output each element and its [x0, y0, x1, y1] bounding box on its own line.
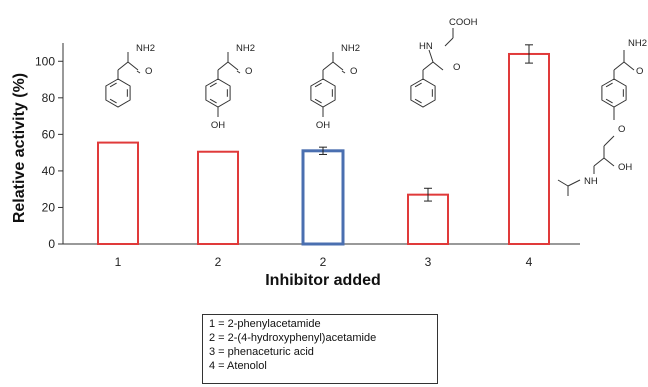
bond: [605, 98, 613, 104]
bond: [603, 135, 615, 147]
bond: [341, 70, 346, 74]
bar-2: [197, 150, 239, 246]
bond: [444, 37, 454, 47]
bond: [209, 98, 217, 104]
bond: [109, 98, 117, 104]
legend-entry-3: 3 = phenaceturic acid: [209, 346, 314, 358]
bond: [314, 98, 322, 104]
x-tick-label-4: 3: [425, 255, 432, 269]
x-axis-title: Inhibitor added: [265, 272, 381, 289]
structure-label: NH: [584, 176, 598, 187]
benzene-ring: [205, 78, 231, 108]
bond: [236, 70, 241, 74]
structure-label: O: [618, 124, 625, 135]
structure-label: COOH: [449, 17, 478, 28]
bar-5: [508, 52, 550, 245]
tick-labels: 0 20 40 60 80 100 1 2 2 3 4: [35, 54, 533, 269]
structure-label: NH2: [628, 38, 647, 49]
legend-entry-4: 4 = Atenolol: [209, 360, 267, 372]
benzene-ring: [601, 78, 627, 108]
bond: [117, 61, 129, 71]
structure-label: NH2: [236, 43, 255, 54]
bars: [97, 44, 550, 246]
structure-label: OH: [316, 120, 330, 131]
bond: [332, 61, 344, 71]
y-tick-label: 100: [35, 54, 55, 68]
y-tick-label: 60: [42, 127, 56, 141]
y-tick-label: 40: [42, 164, 56, 178]
bond: [432, 61, 444, 71]
bar-1: [97, 141, 139, 245]
bond: [314, 82, 322, 88]
bond: [127, 61, 139, 71]
bond: [603, 157, 615, 167]
bond: [322, 61, 334, 71]
benzene-ring: [105, 78, 131, 108]
bond: [613, 61, 625, 71]
benzene-ring: [310, 78, 336, 108]
x-tick-label-1: 1: [115, 255, 122, 269]
x-tick-label-2: 2: [215, 255, 222, 269]
bond: [605, 82, 613, 88]
bond: [422, 61, 434, 71]
y-tick-label: 0: [48, 237, 55, 251]
structure-label: NH2: [136, 43, 155, 54]
structure-label: NH2: [341, 43, 360, 54]
structure-label: OH: [211, 120, 225, 131]
bond: [557, 179, 569, 187]
bar-3: [301, 149, 345, 246]
bond: [593, 157, 605, 167]
structure-label: O: [636, 66, 643, 77]
x-tick-label-3: 2: [320, 255, 327, 269]
structure-label: O: [453, 62, 460, 73]
benzene-ring: [410, 78, 436, 108]
bar-4: [407, 193, 449, 245]
legend-entry-1: 1 = 2-phenylacetamide: [209, 318, 321, 330]
y-tick-label: 80: [42, 91, 56, 105]
bond: [109, 82, 117, 88]
legend-entry-2: 2 = 2-(4-hydroxyphenyl)acetamide: [209, 332, 377, 344]
structure-label: O: [145, 66, 152, 77]
bond: [428, 49, 434, 63]
bond: [623, 61, 635, 71]
y-axis-title: Relative activity (%): [11, 73, 28, 223]
legend: 1 = 2-phenylacetamide 2 = 2-(4-hydroxyph…: [202, 314, 438, 384]
structure-label: OH: [618, 162, 632, 173]
x-tick-label-5: 4: [526, 255, 533, 269]
structure-label: HN: [419, 41, 433, 52]
bond: [136, 70, 141, 74]
bond: [414, 82, 422, 88]
bond: [414, 98, 422, 104]
structure-label: O: [245, 66, 252, 77]
structure-label: O: [350, 66, 357, 77]
bond: [209, 82, 217, 88]
bond: [567, 179, 581, 187]
bond: [217, 61, 229, 71]
y-tick-label: 20: [42, 200, 56, 214]
bond: [227, 61, 239, 71]
